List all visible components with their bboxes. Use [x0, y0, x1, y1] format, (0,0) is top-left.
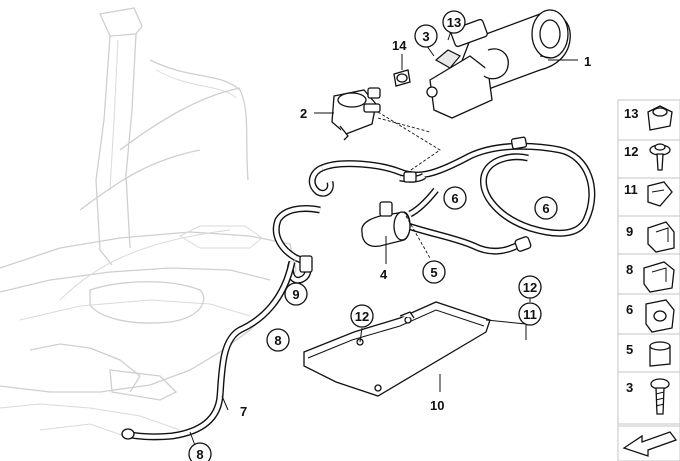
- legend-num-3: 3: [626, 380, 633, 395]
- callout-10: 10: [430, 398, 444, 413]
- heat-shield-10: [303, 301, 491, 397]
- legend-num-9: 9: [626, 224, 633, 239]
- legend-num-12: 12: [624, 144, 638, 159]
- callout-11: 11: [523, 307, 537, 322]
- clip-nut-11-icon: [647, 181, 673, 207]
- callout-8b: 8: [196, 447, 203, 461]
- view-direction-arrow-icon: [617, 425, 680, 461]
- callout-14: 14: [392, 38, 407, 53]
- callout-12a: 12: [355, 309, 369, 324]
- legend-num-8: 8: [626, 262, 633, 277]
- rivet-nut-5-icon: [649, 341, 671, 367]
- holder-8-icon: [643, 261, 675, 293]
- screw-12-icon: [649, 143, 671, 171]
- callouts: 1 2 14 3 13 6 6 4 5 9 8 7 8 12 12 11 10: [188, 10, 591, 461]
- nut-13-icon: [647, 105, 673, 131]
- double-clip-6-icon: [645, 299, 675, 333]
- callout-7: 7: [240, 404, 247, 419]
- parts-legend-panel: 13 12 11 9 8 6 5 3: [617, 99, 680, 427]
- activated-carbon-filter: [361, 201, 411, 248]
- legend-num-6: 6: [626, 302, 633, 317]
- callout-6b: 6: [542, 201, 549, 216]
- callout-9: 9: [292, 287, 299, 302]
- evap-hose-assembly: [123, 142, 596, 441]
- callout-13: 13: [447, 15, 461, 30]
- legend-num-13: 13: [624, 106, 638, 121]
- hose-fittings: [121, 136, 532, 440]
- callout-12b: 12: [523, 280, 537, 295]
- callout-3: 3: [422, 29, 429, 44]
- callout-8a: 8: [274, 333, 281, 348]
- hose-clip-9-icon: [647, 221, 675, 253]
- bolt-3-icon: [650, 378, 670, 415]
- legend-num-5: 5: [626, 342, 633, 357]
- callout-6a: 6: [451, 191, 458, 206]
- purge-valve: [331, 87, 381, 141]
- callout-5: 5: [430, 265, 437, 280]
- callout-1: 1: [584, 54, 591, 69]
- legend-num-11: 11: [624, 182, 638, 197]
- part-14-screw: [393, 69, 411, 87]
- callout-2: 2: [300, 106, 307, 121]
- ghost-fuel-tank: [0, 7, 297, 439]
- callout-4: 4: [380, 267, 388, 282]
- diagnosis-pump: [426, 9, 571, 119]
